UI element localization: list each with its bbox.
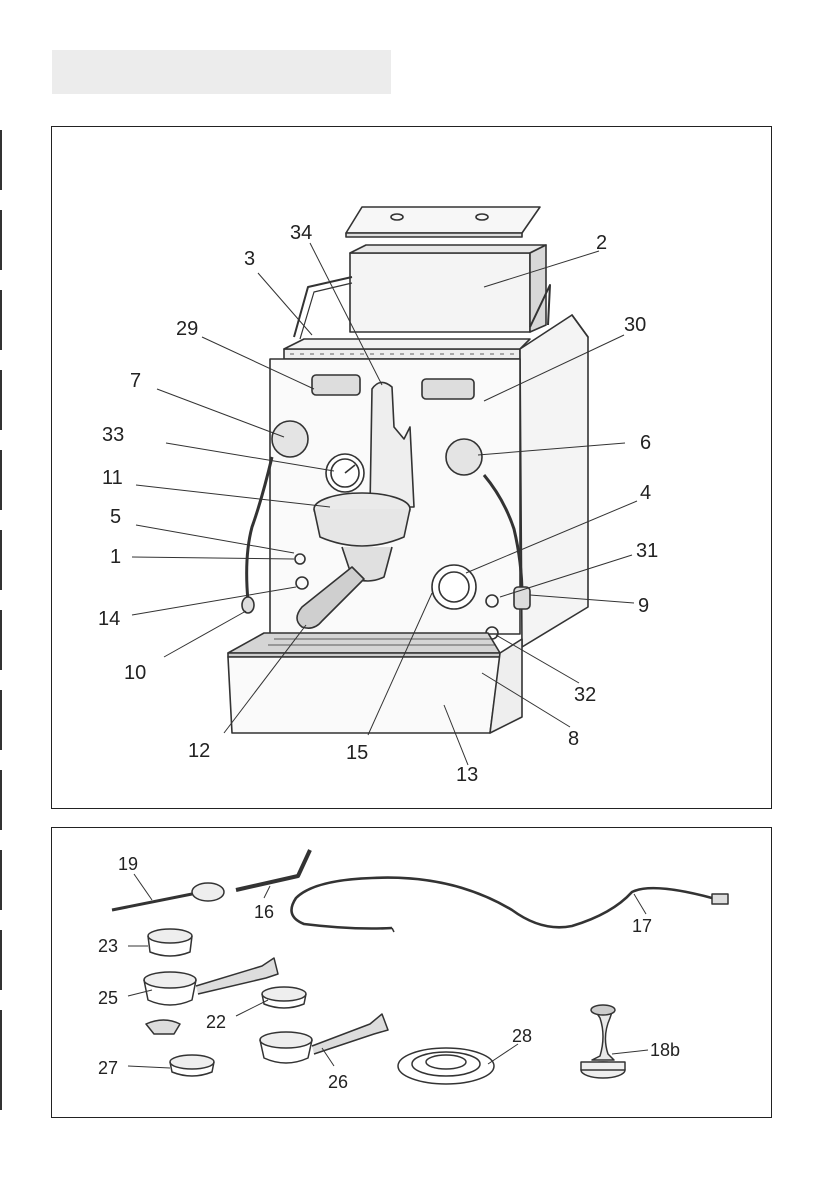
accessories-diagram: 19 16 17 23 25 22 28 18b 27 26	[52, 828, 771, 1117]
callout-27: 27	[98, 1058, 118, 1078]
water-tank	[350, 253, 530, 332]
leader-16	[264, 886, 270, 898]
display-right	[422, 379, 474, 399]
callout-33: 33	[102, 424, 124, 446]
blind-filter	[148, 929, 192, 943]
callout-1: 1	[110, 546, 121, 568]
callout-32: 32	[574, 684, 596, 706]
spanner-tool	[236, 850, 310, 890]
callout-29: 29	[176, 318, 198, 340]
steam-knob-right	[446, 439, 482, 475]
callout-6: 6	[640, 432, 651, 454]
page-edge-mark	[0, 610, 2, 670]
steam-knob-left	[272, 421, 308, 457]
callout-18b: 18b	[650, 1040, 680, 1060]
machine-diagram: 34 2 3 30 29 7 33 6 11 4 5 31 1 9 14 10 …	[52, 127, 771, 808]
display-left	[312, 375, 360, 395]
portafilter-single	[144, 972, 196, 988]
callout-8: 8	[568, 728, 579, 750]
leader-22	[236, 1000, 268, 1016]
filter-basket-single	[170, 1055, 214, 1069]
callout-3: 3	[244, 248, 255, 270]
drip-tray	[228, 657, 500, 733]
leader-19	[134, 874, 152, 900]
page-edge-mark	[0, 130, 2, 190]
callout-12: 12	[188, 740, 210, 762]
callout-16: 16	[254, 902, 274, 922]
page-edge-mark	[0, 850, 2, 910]
callout-34: 34	[290, 222, 312, 244]
page-edge-mark	[0, 210, 2, 270]
callout-5: 5	[110, 506, 121, 528]
steam-wand-left	[247, 457, 272, 601]
page-edge-mark	[0, 290, 2, 350]
callout-9: 9	[638, 595, 649, 617]
measuring-spoon	[112, 894, 192, 910]
callout-25: 25	[98, 988, 118, 1008]
page-edge-mark	[0, 530, 2, 590]
accessories-diagram-panel: 19 16 17 23 25 22 28 18b 27 26	[51, 827, 772, 1118]
callout-30: 30	[624, 314, 646, 336]
page-edge-mark	[0, 1050, 2, 1110]
callout-4: 4	[640, 482, 651, 504]
leader-7	[157, 389, 284, 437]
callout-11: 11	[102, 467, 123, 489]
page-edge-mark	[0, 770, 2, 830]
drip-tray-grid	[228, 633, 500, 653]
filter-basket-double	[262, 987, 306, 1001]
leader-25	[128, 990, 152, 996]
callout-26: 26	[328, 1072, 348, 1092]
page-edge-mark	[0, 450, 2, 510]
callout-31: 31	[636, 540, 658, 562]
callout-13: 13	[456, 764, 478, 786]
callout-17: 17	[632, 916, 652, 936]
callout-22: 22	[206, 1012, 226, 1032]
callout-15: 15	[346, 742, 368, 764]
page-edge-mark	[0, 690, 2, 750]
leader-18b	[612, 1050, 648, 1054]
leader-17	[634, 894, 646, 914]
machine-diagram-panel: 34 2 3 30 29 7 33 6 11 4 5 31 1 9 14 10 …	[51, 126, 772, 809]
title-bar-placeholder	[52, 50, 391, 94]
leader-28	[488, 1044, 518, 1064]
callout-28: 28	[512, 1026, 532, 1046]
callout-23: 23	[98, 936, 118, 956]
page-edge-mark	[0, 930, 2, 990]
leader-26	[322, 1048, 334, 1066]
tamper	[592, 1012, 614, 1060]
leader-27	[128, 1066, 170, 1068]
callout-19: 19	[118, 854, 138, 874]
callout-14: 14	[98, 608, 120, 630]
callout-10: 10	[124, 662, 146, 684]
portafilter-double	[260, 1032, 312, 1048]
callout-2: 2	[596, 232, 607, 254]
lid	[346, 207, 540, 233]
callout-7: 7	[130, 370, 141, 392]
page-edge-mark	[0, 370, 2, 430]
